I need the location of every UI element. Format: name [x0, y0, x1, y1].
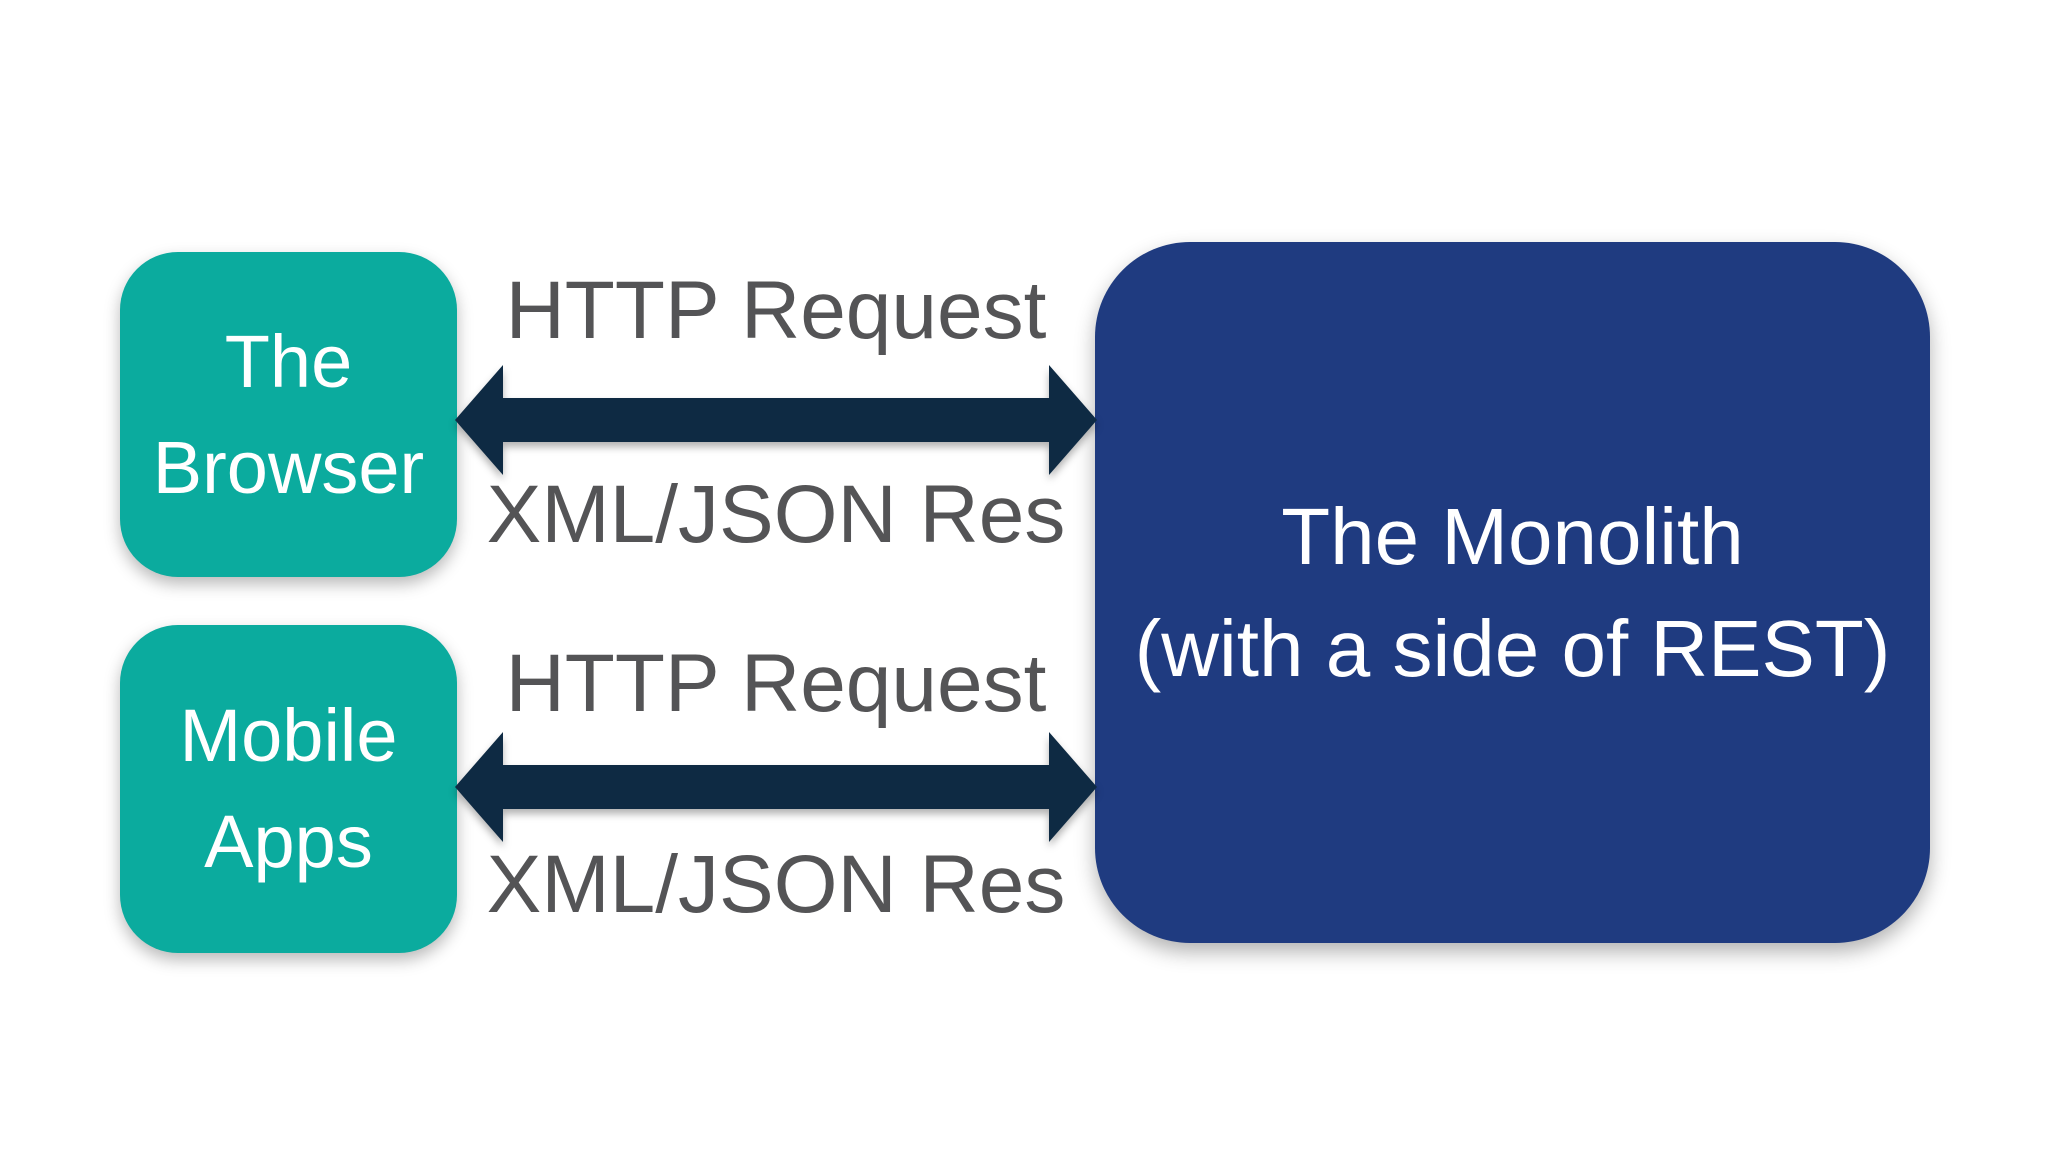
node-the-browser-label-line2: Browser — [152, 425, 425, 509]
connection-2-request-label: HTTP Request — [505, 638, 1047, 729]
connection-2-response-label: XML/JSON Res — [486, 839, 1066, 930]
bidirectional-arrow-1 — [455, 365, 1097, 475]
node-the-browser-label-line1: The — [224, 319, 353, 403]
node-the-browser: The Browser — [120, 252, 457, 577]
bidirectional-arrow-2-shape — [455, 732, 1097, 842]
node-the-monolith-label-line1: The Monolith — [1281, 491, 1744, 581]
connection-1-request-label: HTTP Request — [505, 265, 1047, 356]
connection-1-response-label: XML/JSON Res — [486, 469, 1066, 560]
node-mobile-apps-label-line2: Apps — [204, 800, 373, 883]
bidirectional-arrow-2 — [455, 732, 1097, 842]
node-the-monolith-label-line2: (with a side of REST) — [1134, 603, 1891, 693]
node-the-monolith: The Monolith (with a side of REST) — [1095, 242, 1930, 943]
node-mobile-apps: Mobile Apps — [120, 625, 457, 953]
bidirectional-arrow-1-shape — [455, 365, 1097, 475]
node-mobile-apps-label-line1: Mobile — [179, 694, 398, 777]
